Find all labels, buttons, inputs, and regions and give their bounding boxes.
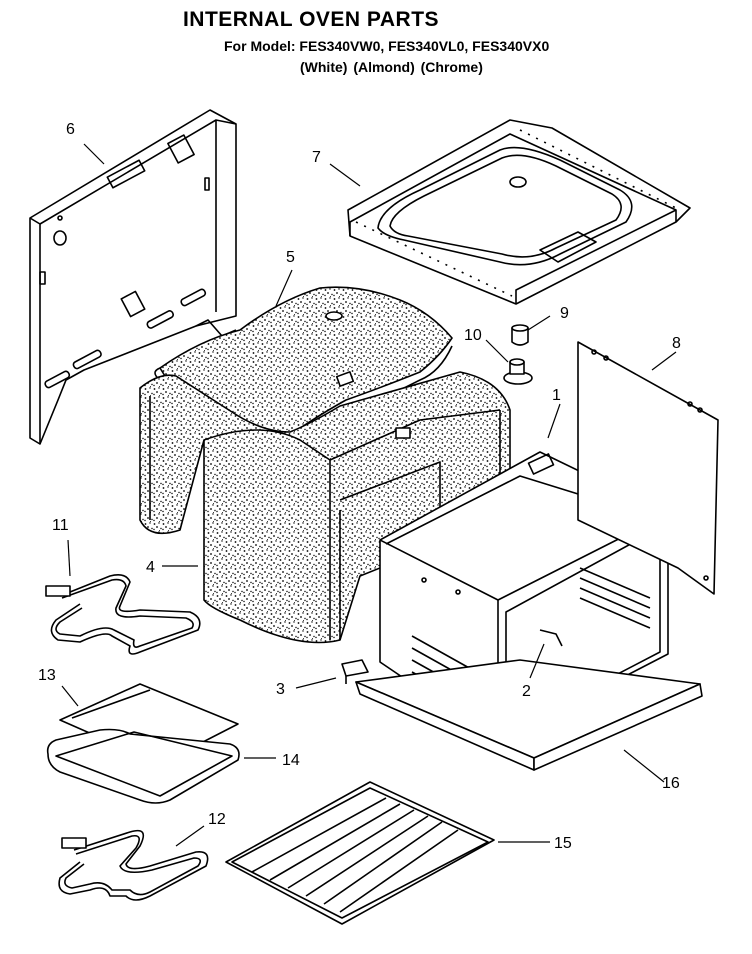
- callout-7: 7: [312, 149, 321, 166]
- part-6-rear-panel: [29, 109, 237, 445]
- part-3-bracket: [341, 659, 369, 684]
- model-line: For Model: FES340VW0, FES340VL0, FES340V…: [224, 38, 550, 54]
- callout-13: 13: [38, 667, 56, 684]
- callout-15: 15: [554, 835, 572, 852]
- part-8-side-panel: [577, 341, 719, 595]
- callout-10: 10: [464, 327, 482, 344]
- callout-labels: 6 7 5 1 8 9 10 4 3 2 11 13 14 12 15 16: [38, 121, 681, 852]
- callout-16: 16: [662, 775, 680, 792]
- part-14-broil-pan: [46, 728, 240, 804]
- callout-1: 1: [552, 387, 561, 404]
- part-10-valve: [503, 358, 533, 385]
- callout-4: 4: [146, 559, 155, 576]
- color-variants: (White) (Almond) (Chrome): [300, 59, 483, 75]
- leader-lines: [61, 143, 677, 847]
- part-12-bake-element: [58, 829, 209, 901]
- callout-14: 14: [282, 752, 300, 769]
- callout-6: 6: [66, 121, 75, 138]
- callout-3: 3: [276, 681, 285, 698]
- callout-12: 12: [208, 811, 226, 828]
- callout-11: 11: [52, 517, 69, 534]
- diagram-title: INTERNAL OVEN PARTS: [182, 8, 440, 31]
- part-16-bottom-plate: [355, 659, 703, 771]
- part-9-cap: [511, 324, 529, 346]
- callout-8: 8: [672, 335, 681, 352]
- callout-2: 2: [522, 683, 531, 700]
- part-15-oven-rack: [225, 781, 495, 925]
- part-7-top-plate: [347, 119, 691, 305]
- part-11-broil-element: [45, 574, 201, 655]
- callout-5: 5: [286, 249, 295, 266]
- callout-9: 9: [560, 305, 569, 322]
